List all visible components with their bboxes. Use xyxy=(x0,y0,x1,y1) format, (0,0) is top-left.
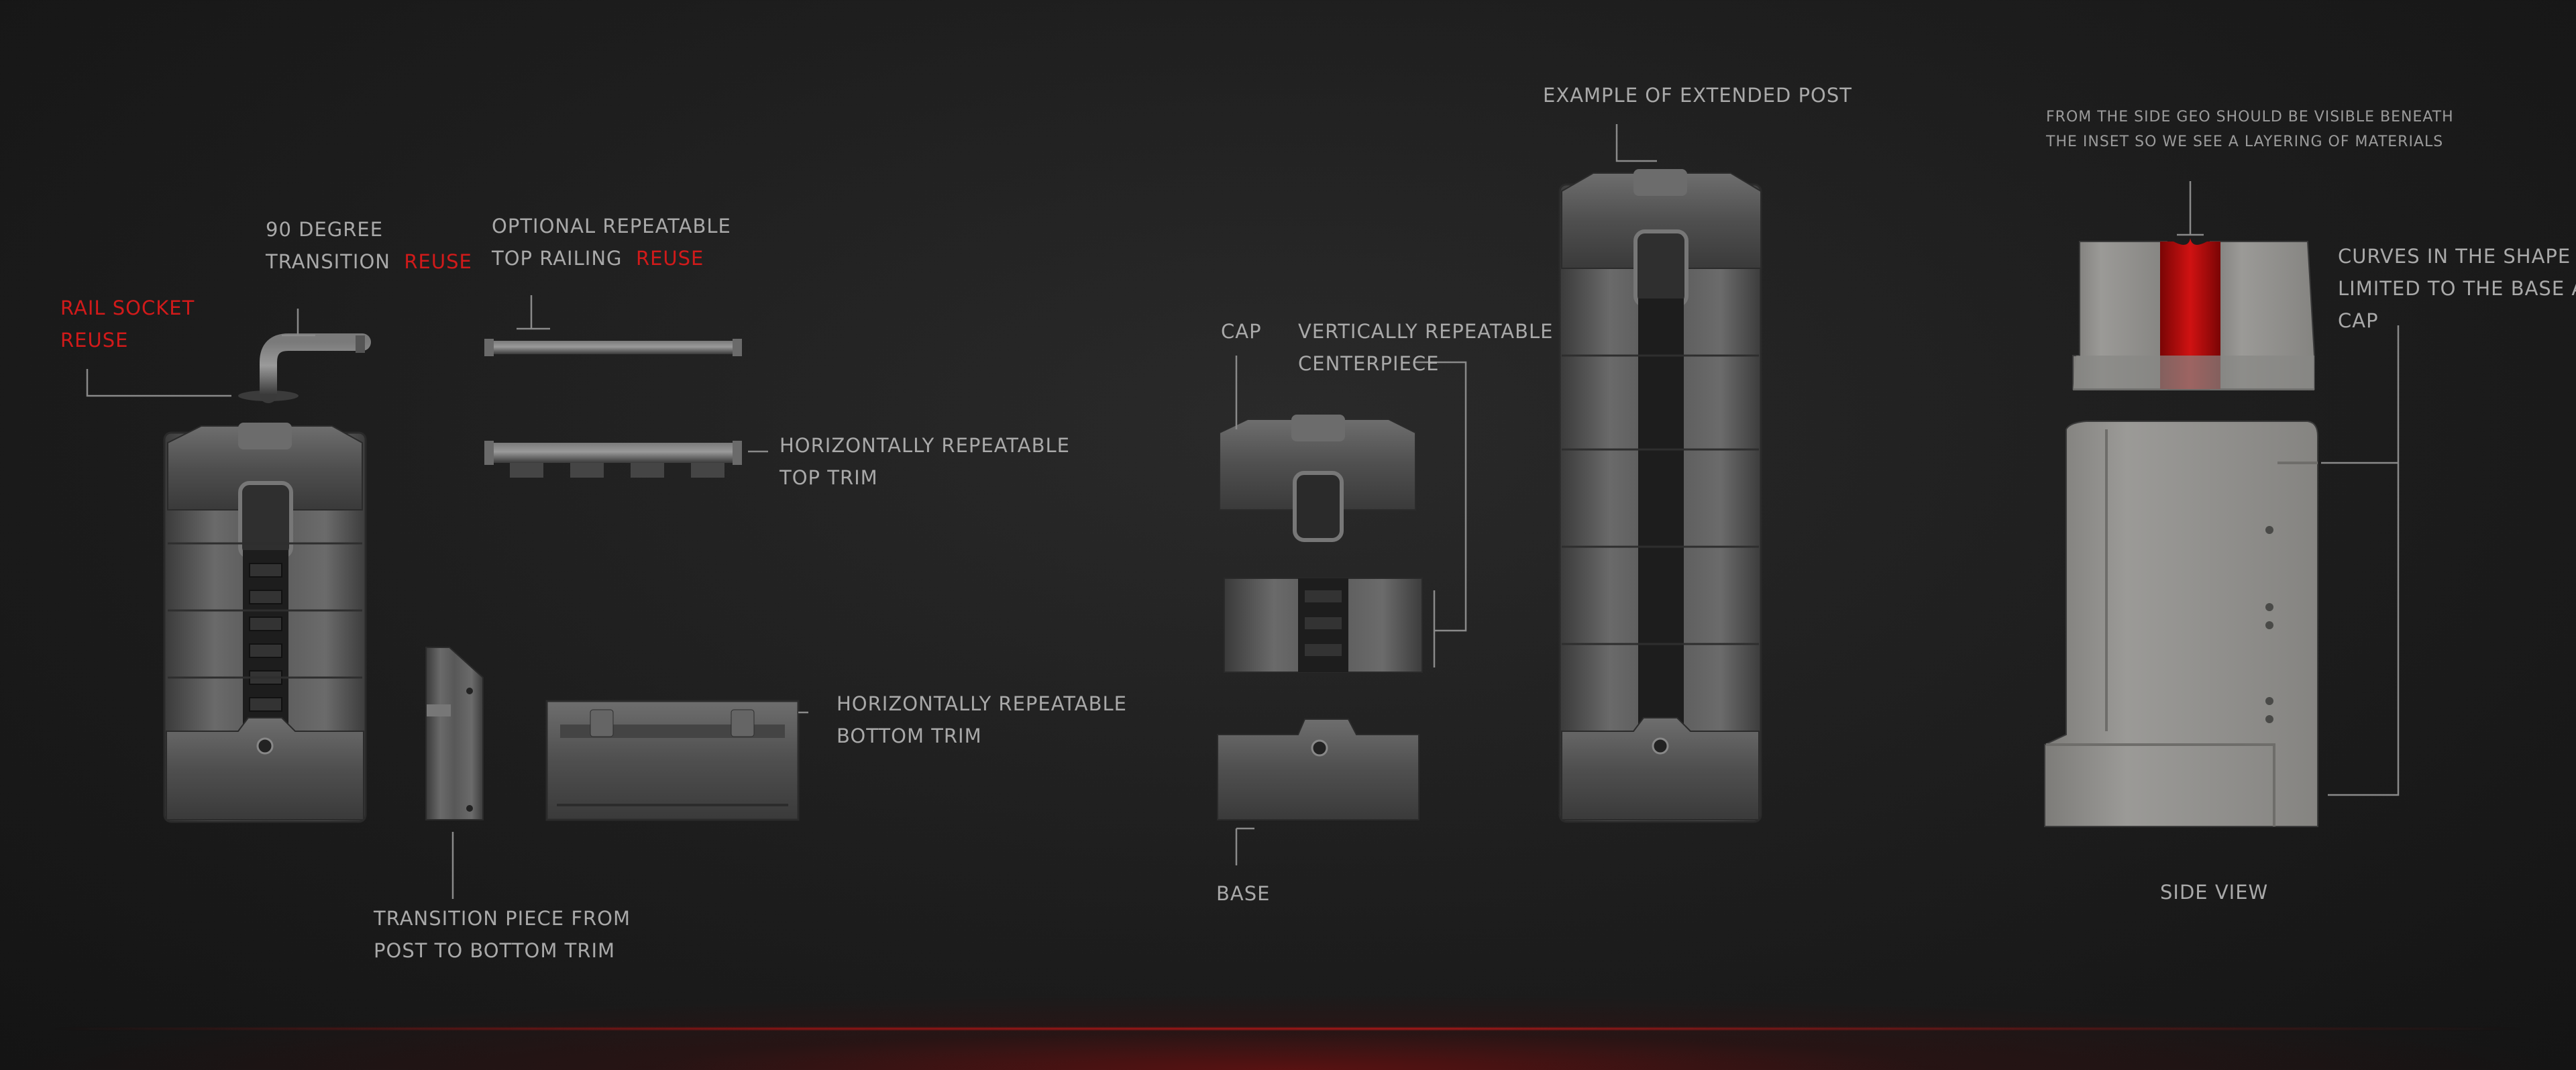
transition-piece xyxy=(425,647,484,820)
degree-transition-label: 90 DEGREE TRANSITION REUSE xyxy=(266,218,472,273)
top-trim-label: HORIZONTALLY REPEATABLE TOP TRIM xyxy=(780,434,1070,489)
cap-label: CAP xyxy=(1221,320,1262,343)
leader-lines xyxy=(86,124,2400,899)
curves-note: CURVES IN THE SHAPE ARE LIMITED TO THE B… xyxy=(2338,245,2576,332)
extended-post-label: EXAMPLE OF EXTENDED POST xyxy=(1543,84,1853,107)
centerpiece-segment xyxy=(1224,578,1423,673)
base-piece xyxy=(1217,718,1419,820)
side-view-label: SIDE VIEW xyxy=(2160,881,2269,904)
bottom-red-line xyxy=(54,1028,2522,1030)
reuse-tag: REUSE xyxy=(635,247,704,270)
bottom-trim-piece xyxy=(545,700,800,821)
transition-piece-label: TRANSITION PIECE FROM POST TO BOTTOM TRI… xyxy=(374,907,631,962)
base-label: BASE xyxy=(1216,882,1271,905)
side-view-top xyxy=(2072,238,2315,390)
side-view-body xyxy=(2044,421,2318,827)
top-railing xyxy=(484,339,742,356)
centerpiece-label: VERTICALLY REPEATABLE CENTERPIECE xyxy=(1298,320,1554,375)
top-trim xyxy=(484,441,742,478)
reuse-tag: REUSE xyxy=(404,250,472,273)
side-geo-note: FROM THE SIDE GEO SHOULD BE VISIBLE BENE… xyxy=(2046,109,2454,150)
bottom-trim-label: HORIZONTALLY REPEATABLE BOTTOM TRIM xyxy=(837,692,1127,747)
transition-pipe xyxy=(238,333,371,403)
optional-railing-label: OPTIONAL REPEATABLE TOP RAILING REUSE xyxy=(492,215,731,270)
rail-socket-label: RAIL SOCKET REUSE xyxy=(60,297,195,352)
bottom-red-glow xyxy=(0,993,2576,1070)
left-post xyxy=(163,423,367,823)
extended-post xyxy=(1558,169,1762,823)
cap-piece xyxy=(1219,415,1416,542)
